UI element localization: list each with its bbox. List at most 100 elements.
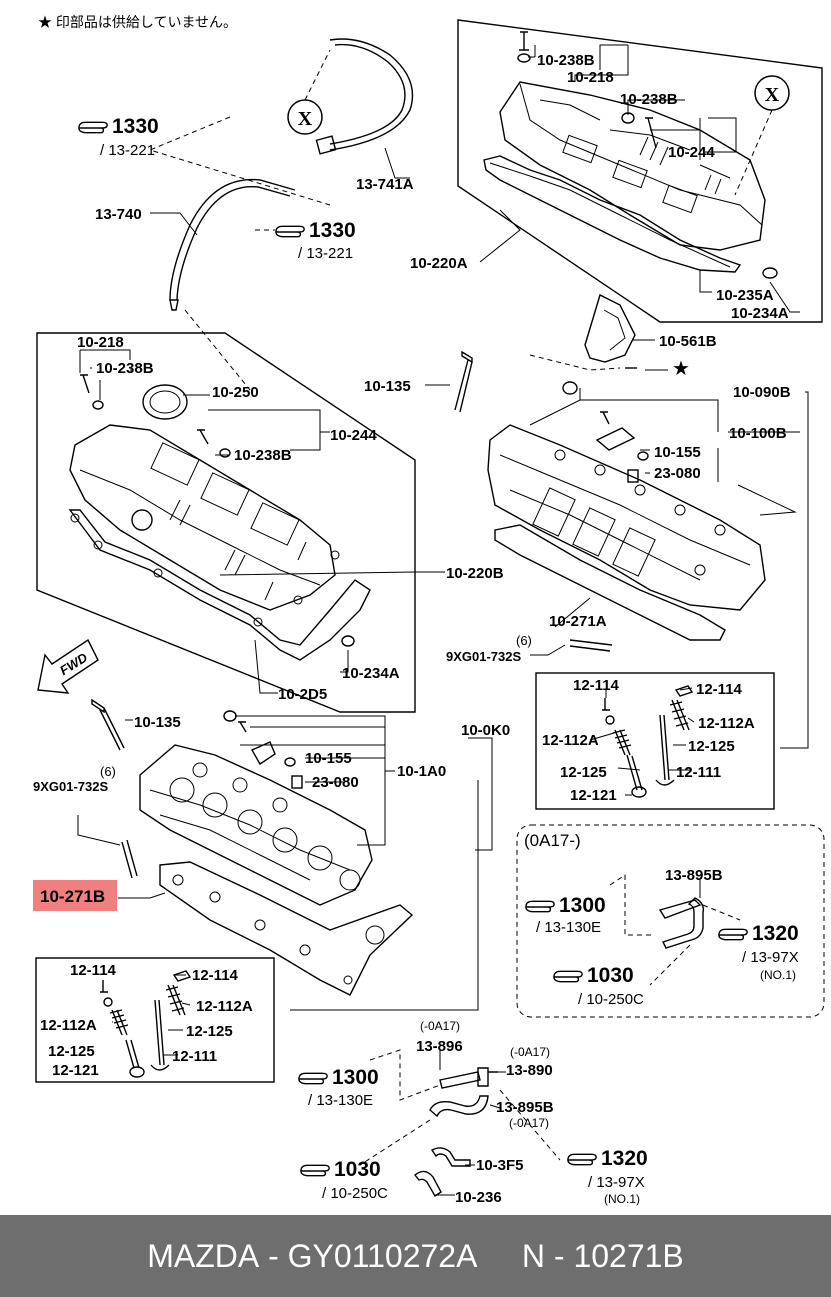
label-10-236: 10-236 bbox=[455, 1189, 502, 1206]
notice-text: 印部品は供給していません。 bbox=[55, 14, 238, 30]
label-10-218-b: 10-218 bbox=[77, 334, 124, 351]
circle-marker-right: X bbox=[754, 75, 790, 111]
footer-gap bbox=[477, 1238, 521, 1275]
reference-note: (NO.1) bbox=[760, 968, 796, 982]
reference-1320-7: 1320/ 13-97X(NO.1) bbox=[567, 1147, 648, 1206]
reference-number: 1300 bbox=[332, 1066, 379, 1089]
label-10-238B-b: 10-238B bbox=[620, 91, 678, 108]
reference-number: 1320 bbox=[752, 922, 799, 945]
reference-sub: / 10-250C bbox=[322, 1185, 388, 1202]
label-12-125-a: 12-125 bbox=[688, 738, 735, 755]
hose-13-741A bbox=[315, 38, 414, 179]
hand-pointer-icon bbox=[567, 1153, 597, 1166]
label-12-114-b: 12-114 bbox=[696, 681, 743, 698]
hand-pointer-icon bbox=[298, 1072, 328, 1085]
footer-brand: MAZDA bbox=[147, 1237, 260, 1274]
label-10-271B: 10-271B bbox=[40, 887, 105, 906]
label-9XG-a: 9XG01-732S bbox=[446, 649, 521, 664]
label-10-155-b: 10-155 bbox=[305, 750, 352, 767]
label-12-114-c: 12-114 bbox=[70, 962, 117, 979]
footer-bar: MAZDA - GY0110272A N - 10271B bbox=[0, 1215, 831, 1297]
reference-sub: / 10-250C bbox=[578, 991, 644, 1008]
label-10-135-a: 10-135 bbox=[364, 378, 411, 395]
circle-marker-left: X bbox=[287, 99, 323, 135]
fwd-arrow: FWD bbox=[37, 638, 99, 694]
label-12-125-d: 12-125 bbox=[48, 1043, 95, 1060]
reference-1300-2: 1300 / 13-130E bbox=[525, 894, 606, 936]
label-12-112A-c: 12-112A bbox=[196, 998, 253, 1015]
label-12-114-d: 12-114 bbox=[192, 967, 239, 984]
hand-pointer-icon bbox=[718, 928, 748, 941]
reference-1320-3: 1320 / 13-97X (NO.1) bbox=[718, 922, 799, 982]
notice: ★ 印部品は供給していません。 bbox=[38, 12, 237, 32]
reference-1300-5: 1300 / 13-130E bbox=[298, 1066, 379, 1109]
label-10-238B-d: 10-238B bbox=[234, 447, 292, 464]
label-12-112A-a: 12-112A bbox=[698, 715, 755, 732]
label-12-112A-b: 12-112A bbox=[542, 732, 599, 749]
hand-pointer-icon bbox=[553, 970, 583, 983]
label-10-100B: 10-100B bbox=[729, 425, 787, 442]
label-0A17-b: (-0A17) bbox=[510, 1045, 550, 1059]
fwd-label: FWD bbox=[57, 649, 91, 678]
label-13-896: 13-896 bbox=[416, 1038, 463, 1055]
reference-1030-4: 1030/ 10-250C bbox=[553, 964, 644, 1008]
label-13-740: 13-740 bbox=[95, 206, 142, 223]
label-23-080-a: 23-080 bbox=[654, 465, 701, 482]
label-10-244-a: 10-244 bbox=[668, 144, 715, 161]
label-10-238B-c: 10-238B bbox=[96, 360, 154, 377]
box-0A17-group bbox=[516, 824, 825, 1018]
label-10-250: 10-250 bbox=[212, 384, 259, 401]
label-10-3F5: 10-3F5 bbox=[476, 1157, 524, 1174]
cover-box-rear bbox=[36, 332, 445, 713]
label-10-135-b: 10-135 bbox=[134, 714, 181, 731]
label-10-1A0: 10-1A0 bbox=[397, 763, 446, 780]
label-9XG-b: 9XG01-732S bbox=[33, 779, 108, 794]
reference-number: 1330 bbox=[309, 219, 356, 242]
hand-pointer-icon bbox=[525, 900, 555, 913]
label-10-234A-a: 10-234A bbox=[731, 305, 789, 322]
reference-1330-1: 1330 / 13-221 bbox=[275, 219, 356, 262]
label-13-890: 13-890 bbox=[506, 1062, 553, 1079]
reference-sub: / 13-221 bbox=[298, 245, 353, 262]
reference-sub: / 13-97X bbox=[742, 949, 799, 966]
reference-sub: / 13-130E bbox=[536, 919, 601, 936]
label-10-234A-b: 10-234A bbox=[342, 665, 400, 682]
label-12-112A-d: 12-112A bbox=[40, 1017, 97, 1034]
label-10-271A: 10-271A bbox=[549, 613, 607, 630]
label-10-244-b: 10-244 bbox=[330, 427, 377, 444]
circle-marker-left-text: X bbox=[298, 108, 313, 130]
label-12-125-b: 12-125 bbox=[560, 764, 607, 781]
label-box-0A17: (0A17-) bbox=[524, 831, 581, 850]
label-23-080-b: 23-080 bbox=[312, 774, 359, 791]
footer-n: N bbox=[521, 1237, 545, 1274]
label-10-2D5: 10-2D5 bbox=[278, 686, 327, 703]
star-icon-bracket: ★ bbox=[672, 356, 690, 380]
reference-sub: / 13-97X bbox=[588, 1174, 645, 1191]
part-labels: 10-238B 10-218 10-238B 10-244 10-220A 10… bbox=[33, 52, 791, 1206]
label-10-235A: 10-235A bbox=[716, 287, 774, 304]
label-13-741A: 13-741A bbox=[356, 176, 414, 193]
label-13-895B-b: 13-895B bbox=[496, 1099, 554, 1116]
reference-number: 1300 bbox=[559, 894, 606, 917]
label-10-218-a: 10-218 bbox=[567, 69, 614, 86]
reference-1030-6: 1030/ 10-250C bbox=[300, 1158, 388, 1202]
circle-marker-right-text: X bbox=[765, 84, 780, 106]
reference-1330-0: 1330/ 13-221 bbox=[78, 115, 159, 159]
hose-13-740 bbox=[150, 178, 296, 311]
hand-pointer-icon bbox=[275, 225, 305, 238]
reference-sub: / 13-221 bbox=[100, 142, 155, 159]
rear-head-group bbox=[35, 698, 493, 1083]
label-10-0K0: 10-0K0 bbox=[461, 722, 510, 739]
footer-part-number: GY0110272A bbox=[287, 1237, 478, 1274]
cover-box-front bbox=[457, 19, 823, 323]
star-icon: ★ bbox=[38, 14, 52, 30]
label-10-090B: 10-090B bbox=[733, 384, 791, 401]
label-0A17-c: (-0A17) bbox=[509, 1116, 549, 1130]
label-10-155-a: 10-155 bbox=[654, 444, 701, 461]
highlight-box bbox=[33, 880, 117, 911]
reference-sub: / 13-130E bbox=[308, 1092, 373, 1109]
label-12-121-b: 12-121 bbox=[52, 1062, 99, 1079]
hand-pointer-icon bbox=[78, 121, 108, 134]
label-qty-6-b: (6) bbox=[100, 764, 116, 779]
